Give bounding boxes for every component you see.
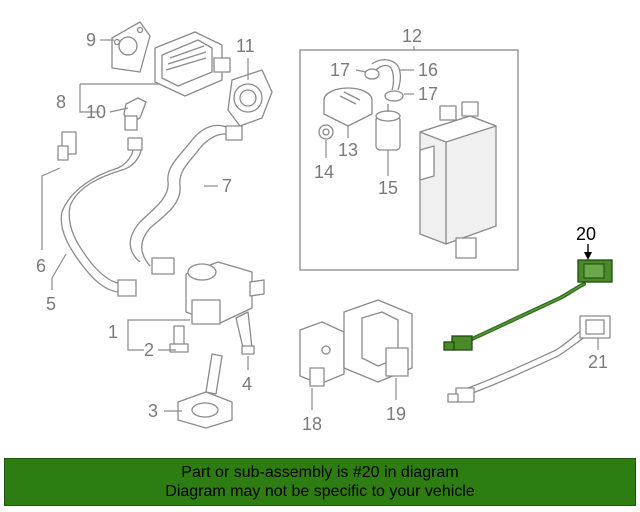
part-13-purge-valve[interactable] (323, 87, 373, 127)
part-11-pipe[interactable] (227, 69, 273, 127)
part-1-air-pump[interactable] (185, 261, 265, 325)
callout-1[interactable]: 1 (108, 322, 118, 342)
part-5-hose[interactable] (60, 137, 143, 297)
leader-20-arrow (584, 252, 592, 260)
part-12-canister[interactable] (419, 101, 497, 259)
callout-16[interactable]: 16 (418, 60, 438, 80)
callout-9[interactable]: 9 (86, 30, 96, 50)
part-19-bracket-plate[interactable] (343, 299, 413, 383)
callout-20[interactable]: 20 (576, 224, 596, 244)
part-17-clamp-2[interactable] (384, 90, 404, 102)
callout-13[interactable]: 13 (338, 140, 358, 160)
part-6-sensor[interactable] (57, 131, 77, 161)
callout-11[interactable]: 11 (236, 36, 255, 56)
part-17-clamp[interactable] (364, 68, 380, 80)
callout-17-a[interactable]: 17 (330, 60, 350, 80)
part-9-gasket[interactable] (111, 21, 151, 73)
part-16-hose[interactable] (371, 59, 401, 91)
callout-4[interactable]: 4 (242, 374, 252, 394)
leader-5 (51, 253, 67, 290)
part-2-bolt[interactable] (169, 325, 189, 353)
part-15-filter[interactable] (375, 104, 401, 151)
callout-3[interactable]: 3 (148, 401, 158, 421)
part-14-seal[interactable] (318, 124, 334, 140)
leader-1 (127, 319, 190, 351)
callout-7[interactable]: 7 (222, 176, 232, 196)
callout-15[interactable]: 15 (378, 178, 398, 198)
callout-17-b[interactable]: 17 (418, 84, 438, 104)
leader-17 (355, 69, 367, 73)
part-8-air-valve[interactable] (154, 31, 231, 97)
part-4-bracket[interactable] (235, 311, 255, 355)
leader-6 (41, 167, 61, 250)
callout-6[interactable]: 6 (36, 256, 46, 276)
parts-diagram: 9 8 10 11 6 5 7 1 2 3 4 12 17 16 17 13 1… (36, 21, 613, 434)
callout-2[interactable]: 2 (144, 340, 154, 360)
callout-12[interactable]: 12 (402, 26, 422, 46)
part-20-oxygen-sensor[interactable] (443, 259, 613, 351)
callout-10[interactable]: 10 (86, 102, 106, 122)
callout-14[interactable]: 14 (314, 162, 334, 182)
callout-19[interactable]: 19 (386, 404, 406, 424)
leader-10 (109, 107, 129, 113)
leader-8 (79, 83, 160, 113)
footer-banner: Part or sub-assembly is #20 in diagram D… (4, 458, 636, 506)
footer-line-1: Part or sub-assembly is #20 in diagram (181, 464, 459, 481)
callout-18[interactable]: 18 (302, 414, 322, 434)
footer-line-2: Diagram may not be specific to your vehi… (165, 483, 475, 500)
part-10-connector[interactable] (123, 97, 147, 131)
canister-group-frame (299, 49, 519, 271)
part-18-module[interactable] (299, 321, 345, 387)
part-3-bracket[interactable] (177, 353, 233, 429)
callout-5[interactable]: 5 (46, 294, 56, 314)
callout-8[interactable]: 8 (56, 92, 66, 112)
part-21-oxygen-sensor[interactable] (447, 315, 611, 403)
callout-21[interactable]: 21 (588, 352, 608, 372)
part-7-hose[interactable] (129, 124, 243, 275)
